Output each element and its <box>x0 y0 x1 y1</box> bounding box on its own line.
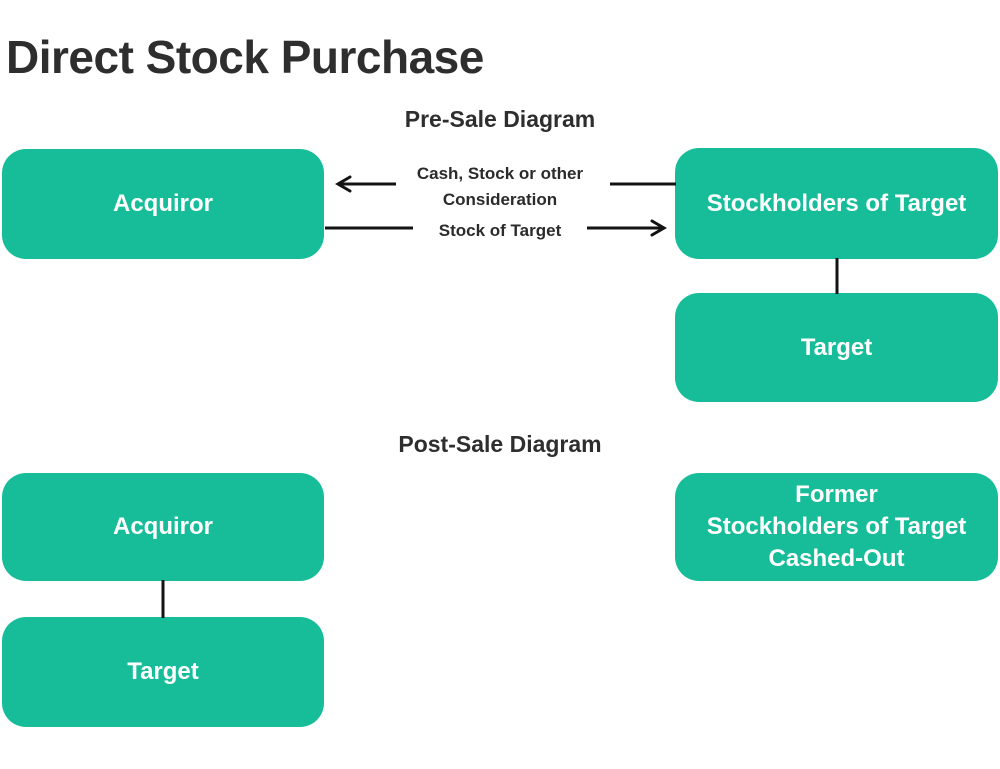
post-sale-former-label-line3: Cashed-Out <box>768 544 905 572</box>
post-sale-acquiror-box: Acquiror <box>2 473 324 581</box>
consideration-arrow-label-line2: Consideration <box>442 189 558 209</box>
pre-sale-target-label: Target <box>800 333 873 361</box>
pre-sale-heading: Pre-Sale Diagram <box>404 106 596 132</box>
consideration-arrow-label: Cash, Stock or other Consideration <box>380 161 620 212</box>
post-sale-former-stockholders-box: Former Stockholders of Target Cashed-Out <box>675 473 998 581</box>
post-sale-former-label-line2: Stockholders of Target <box>706 513 967 541</box>
consideration-arrow-label-line1: Cash, Stock or other <box>416 164 584 183</box>
post-sale-heading: Post-Sale Diagram <box>398 431 602 457</box>
post-sale-former-label-line1: Former <box>795 481 878 509</box>
stock-of-target-arrow-label: Stock of Target <box>438 221 562 240</box>
pre-sale-acquiror-box: Acquiror <box>2 149 324 259</box>
pre-sale-acquiror-label: Acquiror <box>112 190 213 218</box>
post-sale-target-label: Target <box>127 658 199 686</box>
post-sale-target-box: Target <box>2 617 324 727</box>
pre-sale-stockholders-box: Stockholders of Target <box>675 148 998 259</box>
post-sale-acquiror-label: Acquiror <box>112 513 213 541</box>
pre-sale-target-box: Target <box>675 293 998 402</box>
page-title: Direct Stock Purchase <box>6 31 484 83</box>
pre-sale-stockholders-label: Stockholders of Target <box>706 189 967 217</box>
